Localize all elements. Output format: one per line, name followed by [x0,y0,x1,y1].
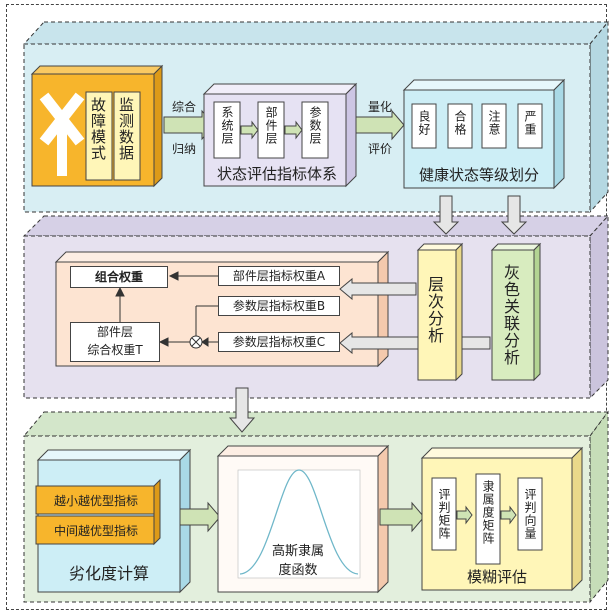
arrow-grade-to-grey [500,195,528,235]
fault-mode-label: 故障模式 [89,97,107,161]
arrow-grade-to-ahp [432,195,460,235]
monitor-data-label: 监测数据 [117,97,135,161]
combined-weight-box: 组合权重 [70,266,168,288]
component-layer-label: 部件层 [264,106,278,145]
component-weight-A-box: 部件层指标权重A [218,266,340,286]
param-weight-C-box: 参数层指标权重C [218,332,340,352]
component-comprehensive-line2: 综合权重T [87,343,143,357]
arrow-system-to-grade [355,109,405,141]
weight-connectors [115,271,218,349]
parameter-layer-label: 参数层 [308,106,322,145]
system-layer-label: 系统层 [220,106,234,145]
grade-block [402,78,566,190]
param-weight-B-box: 参数层指标权重B [218,296,340,316]
arrow-mid-to-bottom [228,387,256,433]
component-comprehensive-line1: 部件层 [96,325,133,339]
arrow2-bottom-label: 评价 [368,142,393,156]
gauss-title-line1: 高斯隶属 [271,544,324,559]
grade-attention-label: 注意 [487,110,501,136]
gauss-title: 高斯隶属 度函数 [218,540,378,578]
grade-good-label: 良好 [417,110,431,136]
indicator1-label: 越小越优型指标 [53,494,138,508]
grade-title: 健康状态等级划分 [418,166,539,184]
eval-matrix-label: 评判矩阵 [437,488,451,540]
eval-vector-label: 评判向量 [523,488,537,540]
arrow1-top-label: 综合 [172,100,197,114]
ahp-label: 层次分析 [425,276,444,344]
arrow-ahp-to-A [339,277,417,301]
arrow2-top-label: 量化 [368,100,393,114]
fuzzy-eval-title: 模糊评估 [466,568,527,586]
grade-severe-label: 严重 [523,110,537,136]
arrow-gauss-to-fuzzy [379,501,425,533]
gauss-block [216,444,390,594]
degradation-block [35,448,192,594]
degradation-title: 劣化度计算 [68,564,149,583]
grey-label: 灰色关联分析 [501,264,520,366]
fault-block [30,64,164,188]
system-title: 状态评估指标体系 [216,165,337,183]
membership-matrix-label: 隶属度矩阵 [481,480,495,545]
ahp-block [416,242,464,382]
gauss-title-line2: 度函数 [278,563,318,578]
system-block [202,82,358,188]
arrow-degradation-to-gauss [179,501,221,533]
grey-block [490,242,542,382]
arrow1-bottom-label: 归纳 [172,142,197,156]
indicator2-label: 中间越优型指标 [53,524,138,538]
component-comprehensive-box: 部件层 综合权重T [70,322,160,362]
grade-pass-label: 合格 [453,110,467,136]
fuzzy-block [420,446,584,592]
